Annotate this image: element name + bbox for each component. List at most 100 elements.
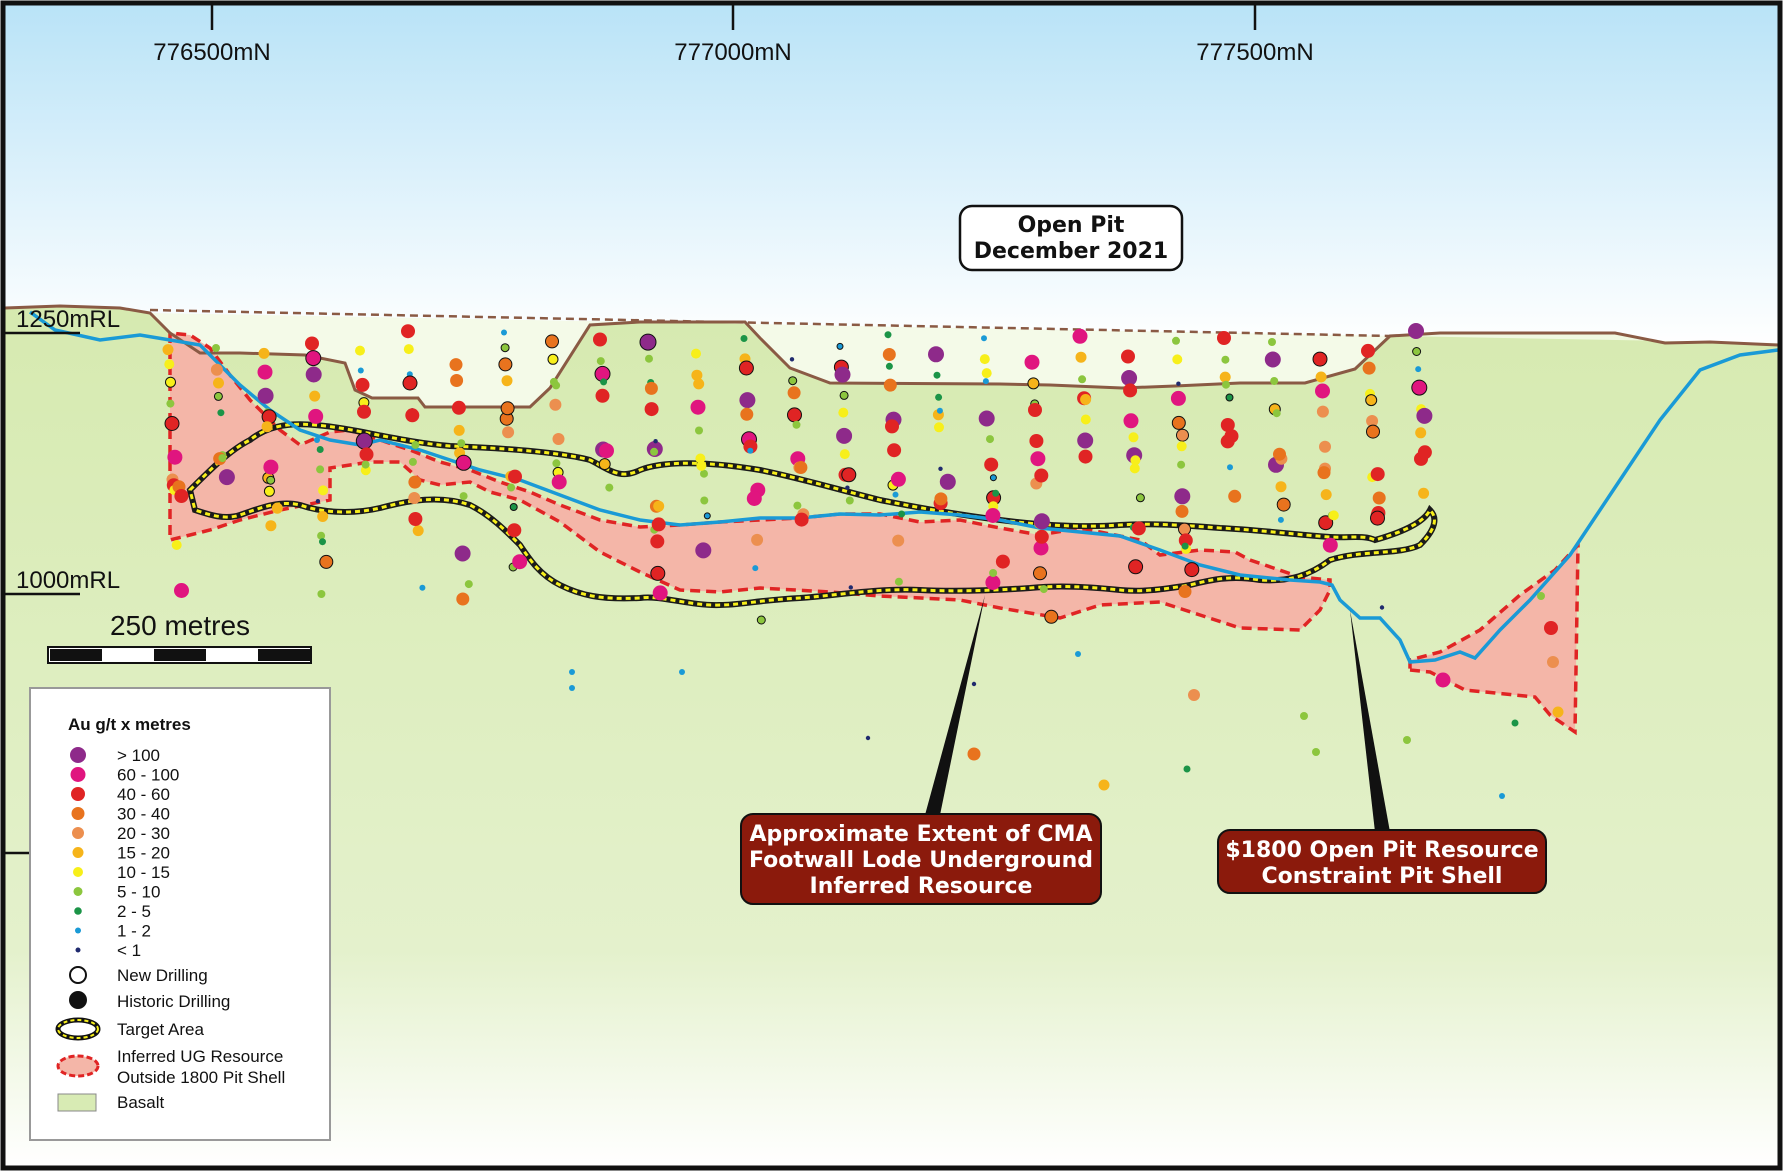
drill-sample-dot (938, 466, 943, 471)
drill-sample-dot (501, 329, 507, 336)
drill-sample-dot (756, 615, 766, 625)
drill-sample-dot (985, 575, 1001, 590)
drill-sample-dot (1272, 409, 1281, 418)
drill-sample-dot (989, 474, 997, 482)
drill-sample-dot (408, 457, 417, 466)
drill-sample-dot (1411, 379, 1428, 396)
drill-sample-dot (265, 520, 277, 532)
drill-sample-dot (1123, 413, 1139, 429)
elevation-label-1250: 1250mRL (16, 306, 120, 333)
drill-sample-dot (845, 496, 854, 505)
drill-sample-dot (679, 669, 685, 675)
legend-grade-label: 10 - 15 (117, 863, 170, 882)
drill-sample-dot (263, 485, 275, 497)
drill-sample-dot (1177, 460, 1186, 469)
drill-sample-dot (305, 350, 322, 367)
drill-sample-dot (1315, 383, 1330, 399)
drill-sample-dot (653, 500, 665, 512)
drill-sample-dot (1537, 592, 1545, 600)
drill-sample-dot (357, 404, 371, 419)
open-pit-void (150, 313, 1778, 407)
drill-sample-dot (507, 483, 516, 492)
drill-sample-dot (1033, 566, 1047, 581)
callout-pitshell-line2: Constraint Pit Shell (1262, 864, 1503, 889)
drill-sample-dot (934, 492, 948, 506)
drill-sample-dot (1370, 510, 1385, 526)
drill-sample-dot (1416, 407, 1433, 424)
legend-grade-dot-icon (70, 767, 86, 782)
drill-sample-dot (1135, 493, 1145, 503)
pit-shell-line (28, 310, 1779, 664)
drill-sample-dot (213, 391, 223, 401)
legend-grade-label: 5 - 10 (117, 883, 160, 902)
drill-sample-dot (403, 344, 414, 355)
drill-sample-dot (1128, 559, 1144, 575)
legend-grade-dot-icon (72, 847, 84, 858)
drill-sample-dot (164, 416, 180, 431)
drill-sample-dot (449, 358, 463, 372)
northing-axis: 776500mN 777000mN 777500mN (153, 5, 1314, 66)
callout-footwall-line2: Footwall Lode Underground (749, 848, 1093, 873)
legend-inferred-line1: Inferred UG Resource (117, 1047, 283, 1066)
drill-sample-dot (695, 426, 703, 435)
drill-sample-dot (355, 432, 373, 450)
drill-sample-dot (1312, 748, 1320, 756)
drill-sample-dot (650, 534, 665, 549)
drill-sample-dot (883, 378, 897, 392)
drill-sample-dot (740, 335, 748, 342)
drill-sample-dot (266, 475, 276, 485)
drill-sample-dot (501, 375, 513, 387)
drill-sample-dot (1415, 427, 1427, 439)
drill-sample-dot (1328, 510, 1339, 521)
drill-sample-dot (317, 531, 326, 540)
legend-grade-dot-icon (75, 927, 81, 934)
drill-sample-dot (1361, 343, 1375, 358)
drill-sample-dot (892, 534, 905, 547)
drill-sample-dot (892, 491, 899, 498)
drill-sample-dot (653, 439, 658, 444)
drill-sample-dot (839, 390, 849, 400)
drill-sample-dot (596, 357, 605, 366)
drill-sample-dot (1183, 765, 1191, 773)
legend-grade-dot-icon (75, 947, 81, 953)
drill-sample-dot (934, 422, 944, 433)
drill-sample-dot (1034, 468, 1049, 483)
callout-footwall-line3: Inferred Resource (810, 874, 1033, 899)
drill-sample-dot (1121, 349, 1135, 364)
drill-sample-dot (217, 409, 225, 417)
drill-sample-dot (693, 378, 705, 390)
drill-sample-dot (453, 424, 465, 436)
open-pit-label: Open Pit December 2021 (958, 204, 1184, 272)
drill-sample-dot (1029, 434, 1044, 448)
drill-sample-dot (1264, 351, 1281, 368)
drill-sample-dot (836, 427, 853, 444)
drill-sample-dot (454, 545, 471, 562)
legend-grade-dot-icon (73, 887, 83, 896)
drill-sample-dot (1128, 432, 1139, 443)
drill-sample-dot (746, 491, 762, 506)
historic-drilling-symbol-icon (69, 991, 87, 1009)
basalt-symbol-icon (57, 1093, 97, 1112)
drill-sample-dot (263, 459, 279, 475)
legend-grade-label: 15 - 20 (117, 844, 170, 863)
drill-sample-dot (933, 371, 941, 379)
drill-sample-dot (691, 348, 701, 359)
drill-sample-dot (650, 565, 666, 581)
drill-sample-dot (600, 378, 608, 386)
drill-sample-dot (986, 435, 994, 444)
drill-sample-dot (1372, 491, 1386, 505)
drill-sample-dot (509, 503, 518, 511)
drill-sample-dot (1273, 447, 1286, 461)
drill-sample-dot (500, 343, 510, 353)
drill-sample-dot (1219, 371, 1231, 383)
drill-sample-dot (309, 390, 321, 402)
drill-sample-dot (639, 333, 657, 351)
legend-target-area: Target Area (117, 1020, 204, 1039)
drill-sample-dot (1175, 504, 1189, 518)
drill-sample-dot (1188, 689, 1200, 701)
drill-sample-dot (419, 584, 426, 591)
drill-sample-dot (450, 374, 464, 387)
drill-sample-dot (738, 360, 754, 376)
drill-sample-dot (552, 381, 561, 390)
drill-sample-dot (162, 344, 174, 356)
